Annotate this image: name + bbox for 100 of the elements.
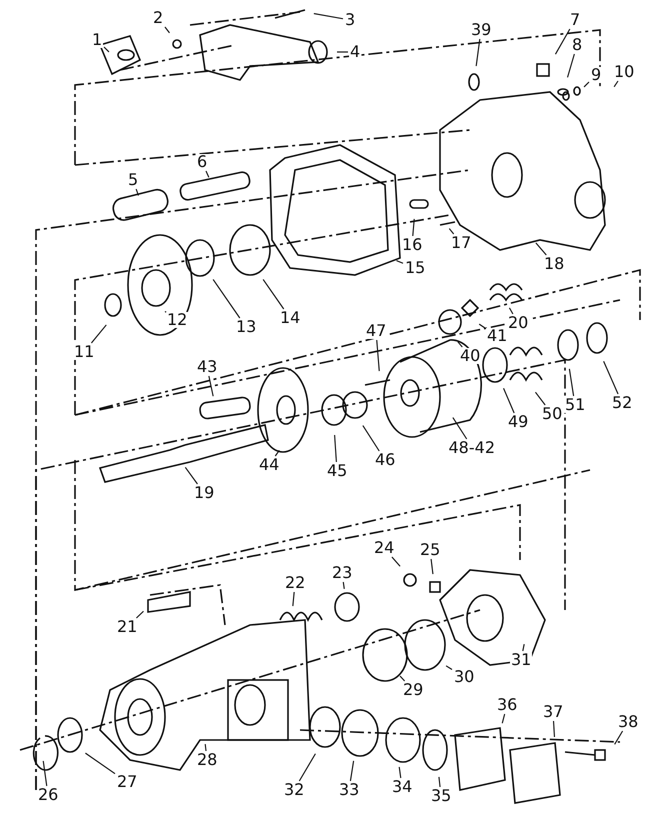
leader-line [438,776,441,788]
leader-line [535,392,546,406]
callout-number: 3 [344,12,356,28]
leader-line [136,188,139,196]
leader-line [502,714,506,724]
leader-line [554,28,570,54]
leader-line [446,665,452,670]
callout-number: 2 [152,10,164,26]
callout-number: 38 [617,714,640,730]
callout-number: 5 [127,172,140,188]
leader-line [430,558,434,574]
leader-line [614,80,618,88]
leader-line [362,425,380,452]
leader-line [334,434,337,462]
callout-number: 14 [279,310,302,326]
leader-line [206,170,210,178]
callout-number: 11 [73,344,96,360]
callout-number: 23 [331,565,354,581]
callout-number: 17 [450,235,472,251]
callout-number: 39 [470,22,492,38]
leader-line [314,13,344,20]
callout-number: 29 [402,682,424,698]
leader-line [85,752,116,774]
leader-line [90,324,107,344]
callout-number: 10 [613,64,636,80]
callout-number: 21 [116,619,138,635]
leader-line [376,340,380,372]
leader-line [42,760,48,786]
leader-line [212,279,240,318]
callout-number: 40 [459,348,482,364]
leader-line [508,308,514,314]
callout-number: 20 [507,315,530,331]
callout-number: 15 [404,260,426,276]
callout-number: 34 [391,779,414,795]
leader-line [208,376,214,396]
leader-line [184,466,198,484]
leader-line [164,26,170,34]
leader-line [274,450,280,456]
callout-number: 26 [37,787,60,803]
callout-number: 36 [496,697,518,713]
leader-line [292,592,295,606]
leader-line [412,218,415,236]
leader-line [552,720,556,738]
callout-number: 7 [569,12,582,28]
callout-number: 19 [193,485,216,501]
leader-line [522,644,525,652]
callout-number: 9 [590,67,602,83]
leader-line [136,610,144,618]
leader-line [476,38,480,66]
callout-number: 43 [196,359,218,375]
callout-number: 33 [338,782,360,798]
callout-number: 6 [196,154,208,170]
leader-line [503,388,515,414]
leader-line [584,82,590,88]
leader-line [567,54,575,78]
callout-number: 48-42 [448,440,496,456]
callout-number: 32 [283,782,306,798]
callout-number: 44 [258,457,280,473]
leader-line [568,368,574,396]
callout-number: 30 [453,669,476,685]
callout-number: 47 [365,323,388,339]
leader-line [603,361,619,394]
callout-number: 22 [284,575,306,591]
callout-number: 27 [116,774,138,790]
callout-number: 24 [373,540,396,556]
callout-number: 4 [349,44,362,60]
leader-line [262,279,284,310]
callout-number: 46 [374,452,396,468]
leader-line [535,242,547,256]
callout-number: 50 [541,406,564,422]
callout-number: 37 [542,704,564,720]
leader-line [104,46,110,52]
callout-number: 41 [486,328,508,344]
callout-number: 12 [166,312,188,328]
leader-line [478,324,486,328]
leader-line [400,676,406,682]
leader-line [396,260,404,264]
callout-number: 45 [326,463,348,479]
callout-number: 35 [430,788,452,804]
leader-line [398,766,402,778]
leader-line [298,753,316,782]
callout-number: 18 [543,256,566,272]
callout-number: 51 [564,397,586,413]
callout-number: 28 [196,752,218,768]
callout-number: 49 [507,414,530,430]
leader-line [614,730,624,745]
callout-number: 13 [235,319,258,335]
callout-number: 31 [510,652,532,668]
callout-number: 8 [571,37,584,53]
leader-line [204,744,207,752]
leader-line [337,51,348,53]
callout-number: 52 [611,395,634,411]
leader-line [350,760,354,782]
callout-number: 16 [401,237,424,253]
leader-line [452,417,468,440]
callout-number: 25 [419,542,442,558]
leader-line [392,556,400,567]
leader-line [342,582,345,589]
leader-line [448,228,454,234]
callout-number: 1 [91,32,104,48]
